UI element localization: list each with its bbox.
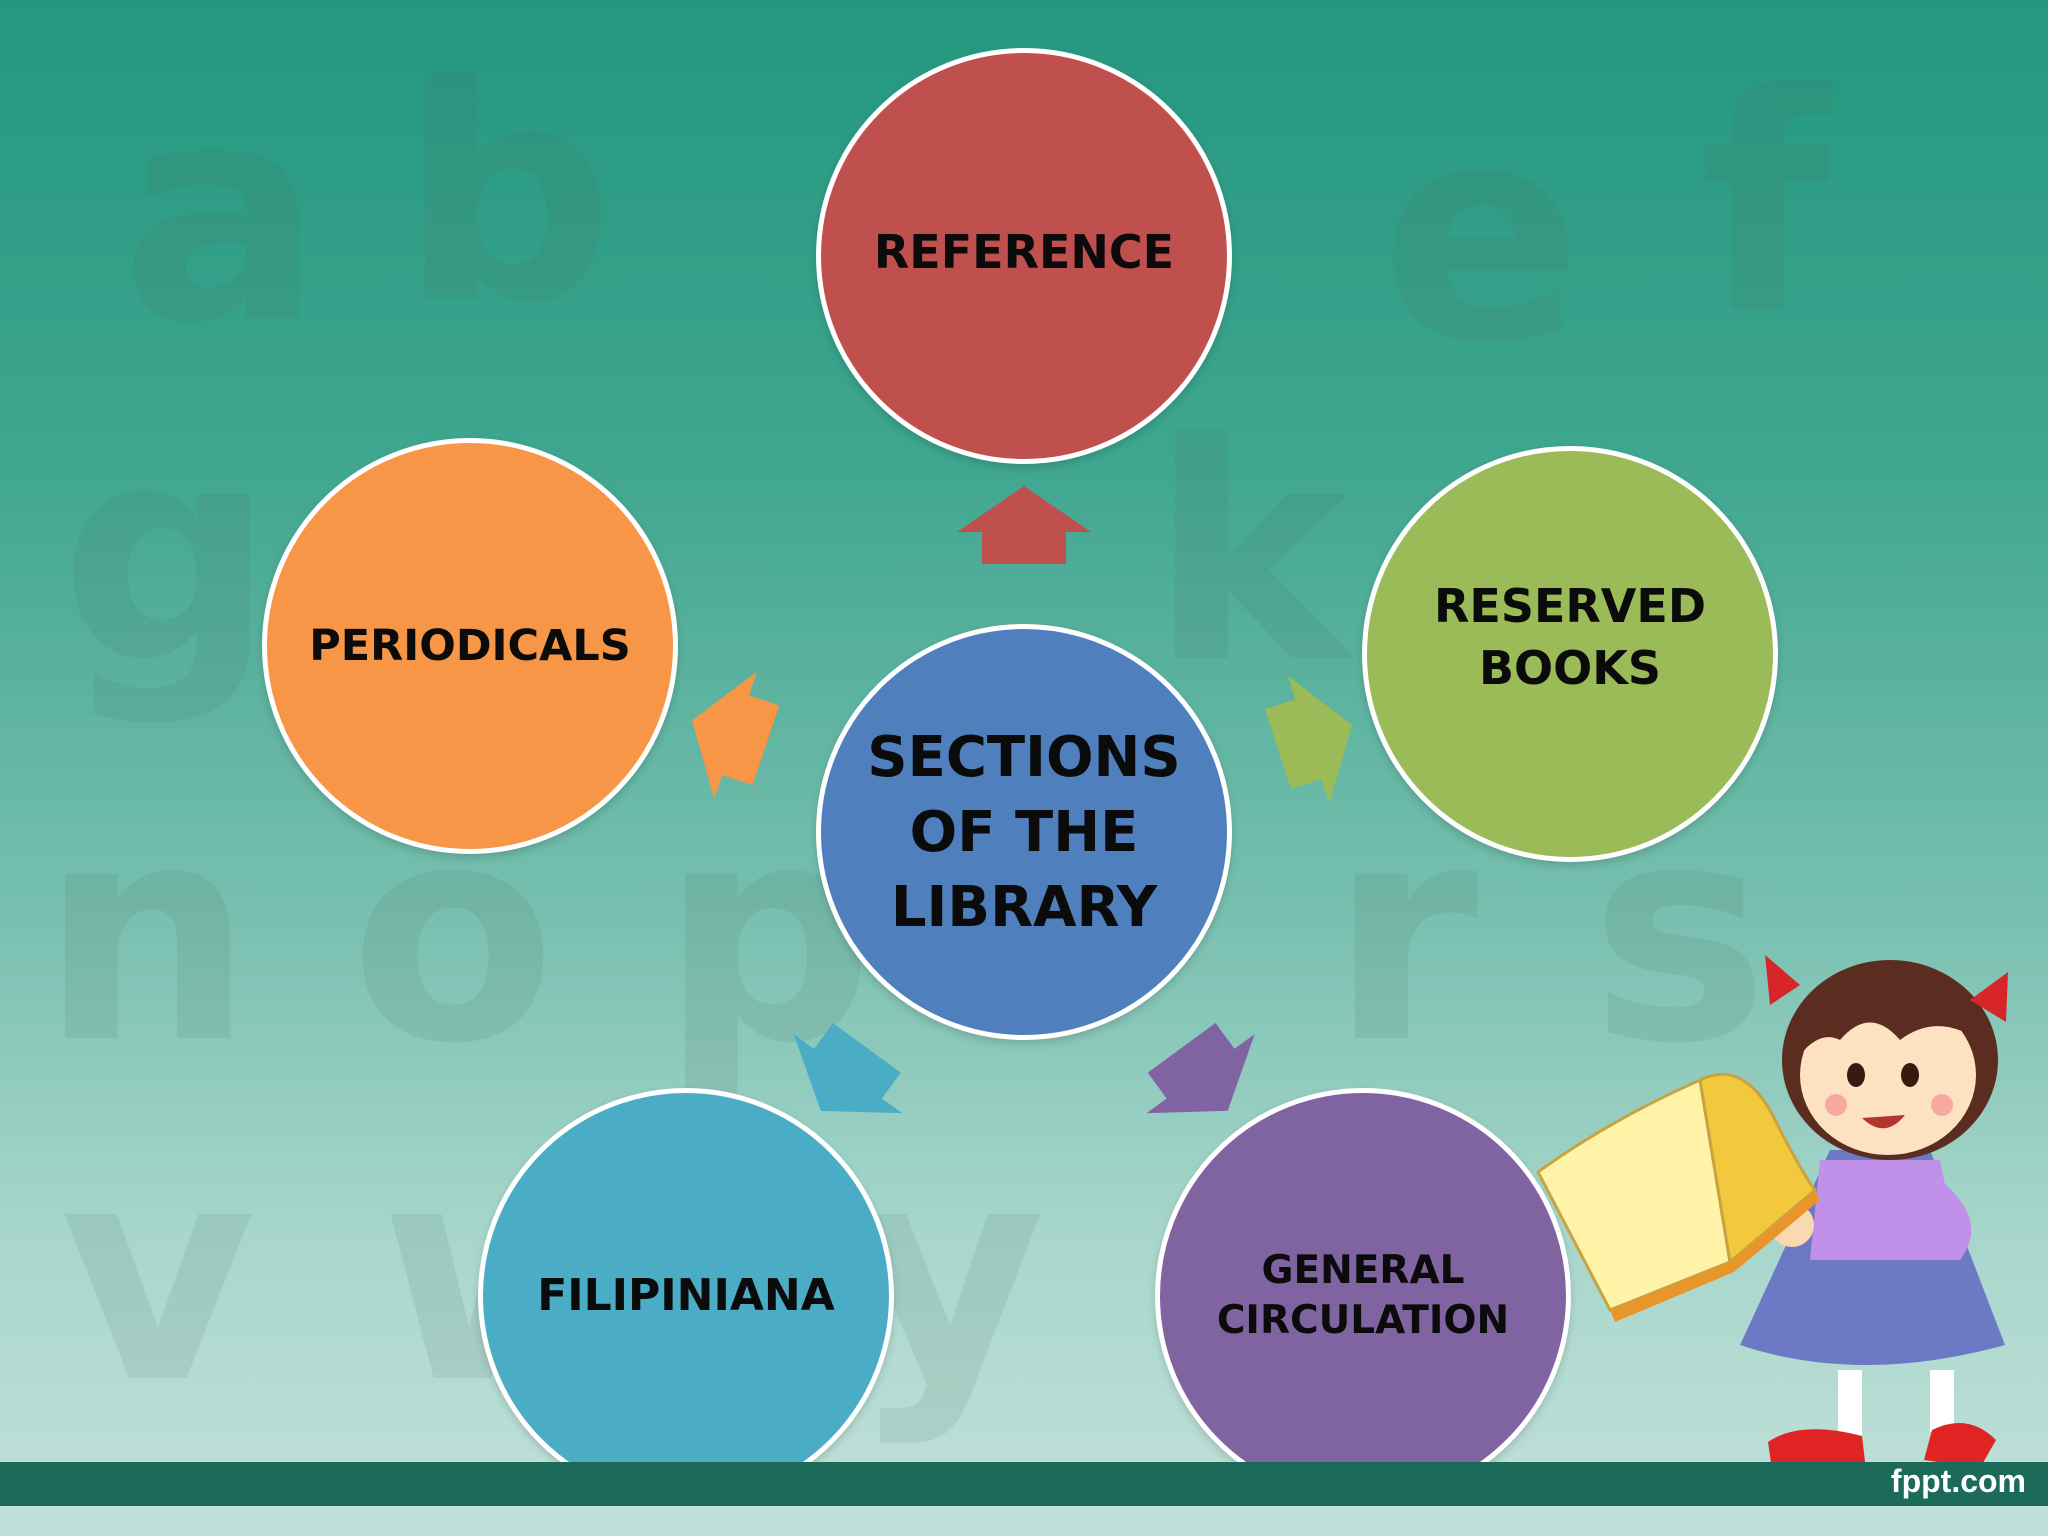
- bg-letter: f: [1700, 30, 1831, 379]
- section-label: RESERVED BOOKS: [1433, 579, 1707, 695]
- bg-letter: n: [40, 760, 254, 1109]
- center-label: SECTIONS OF THE LIBRARY: [867, 724, 1181, 940]
- open-book-icon: [1536, 1072, 1820, 1322]
- bg-letter: b: [400, 20, 615, 369]
- footer-bar: [0, 1462, 2048, 1506]
- arrow-to-reference: [957, 486, 1091, 564]
- arrow-to-filipiniana: [793, 1023, 903, 1114]
- arrow-to-periodicals: [692, 671, 780, 799]
- section-node-filipiniana: FILIPINIANA: [478, 1088, 894, 1504]
- bg-letter: k: [1150, 380, 1350, 729]
- section-label: GENERAL CIRCULATION: [1216, 1248, 1510, 1343]
- arrow-to-reserved-books: [1264, 675, 1353, 803]
- section-label: REFERENCE: [873, 225, 1175, 279]
- girl-figure: [1740, 955, 2008, 1470]
- footer-strip: [0, 1506, 2048, 1536]
- section-node-general-circulation: GENERAL CIRCULATION: [1155, 1088, 1571, 1504]
- section-label: FILIPINIANA: [537, 1270, 835, 1321]
- bg-letter: e: [1380, 60, 1584, 409]
- bg-letter: a: [120, 40, 323, 389]
- center-node: SECTIONS OF THE LIBRARY: [816, 624, 1232, 1040]
- arrow-to-general-circulation: [1146, 1023, 1255, 1114]
- bg-letter: v: [60, 1100, 256, 1449]
- bg-letter: g: [60, 380, 275, 729]
- section-node-reference: REFERENCE: [816, 48, 1232, 464]
- section-node-periodicals: PERIODICALS: [262, 438, 678, 854]
- section-node-reserved-books: RESERVED BOOKS: [1362, 446, 1778, 862]
- section-label: PERIODICALS: [309, 621, 631, 671]
- brand-watermark: fppt.com: [1890, 1463, 2026, 1499]
